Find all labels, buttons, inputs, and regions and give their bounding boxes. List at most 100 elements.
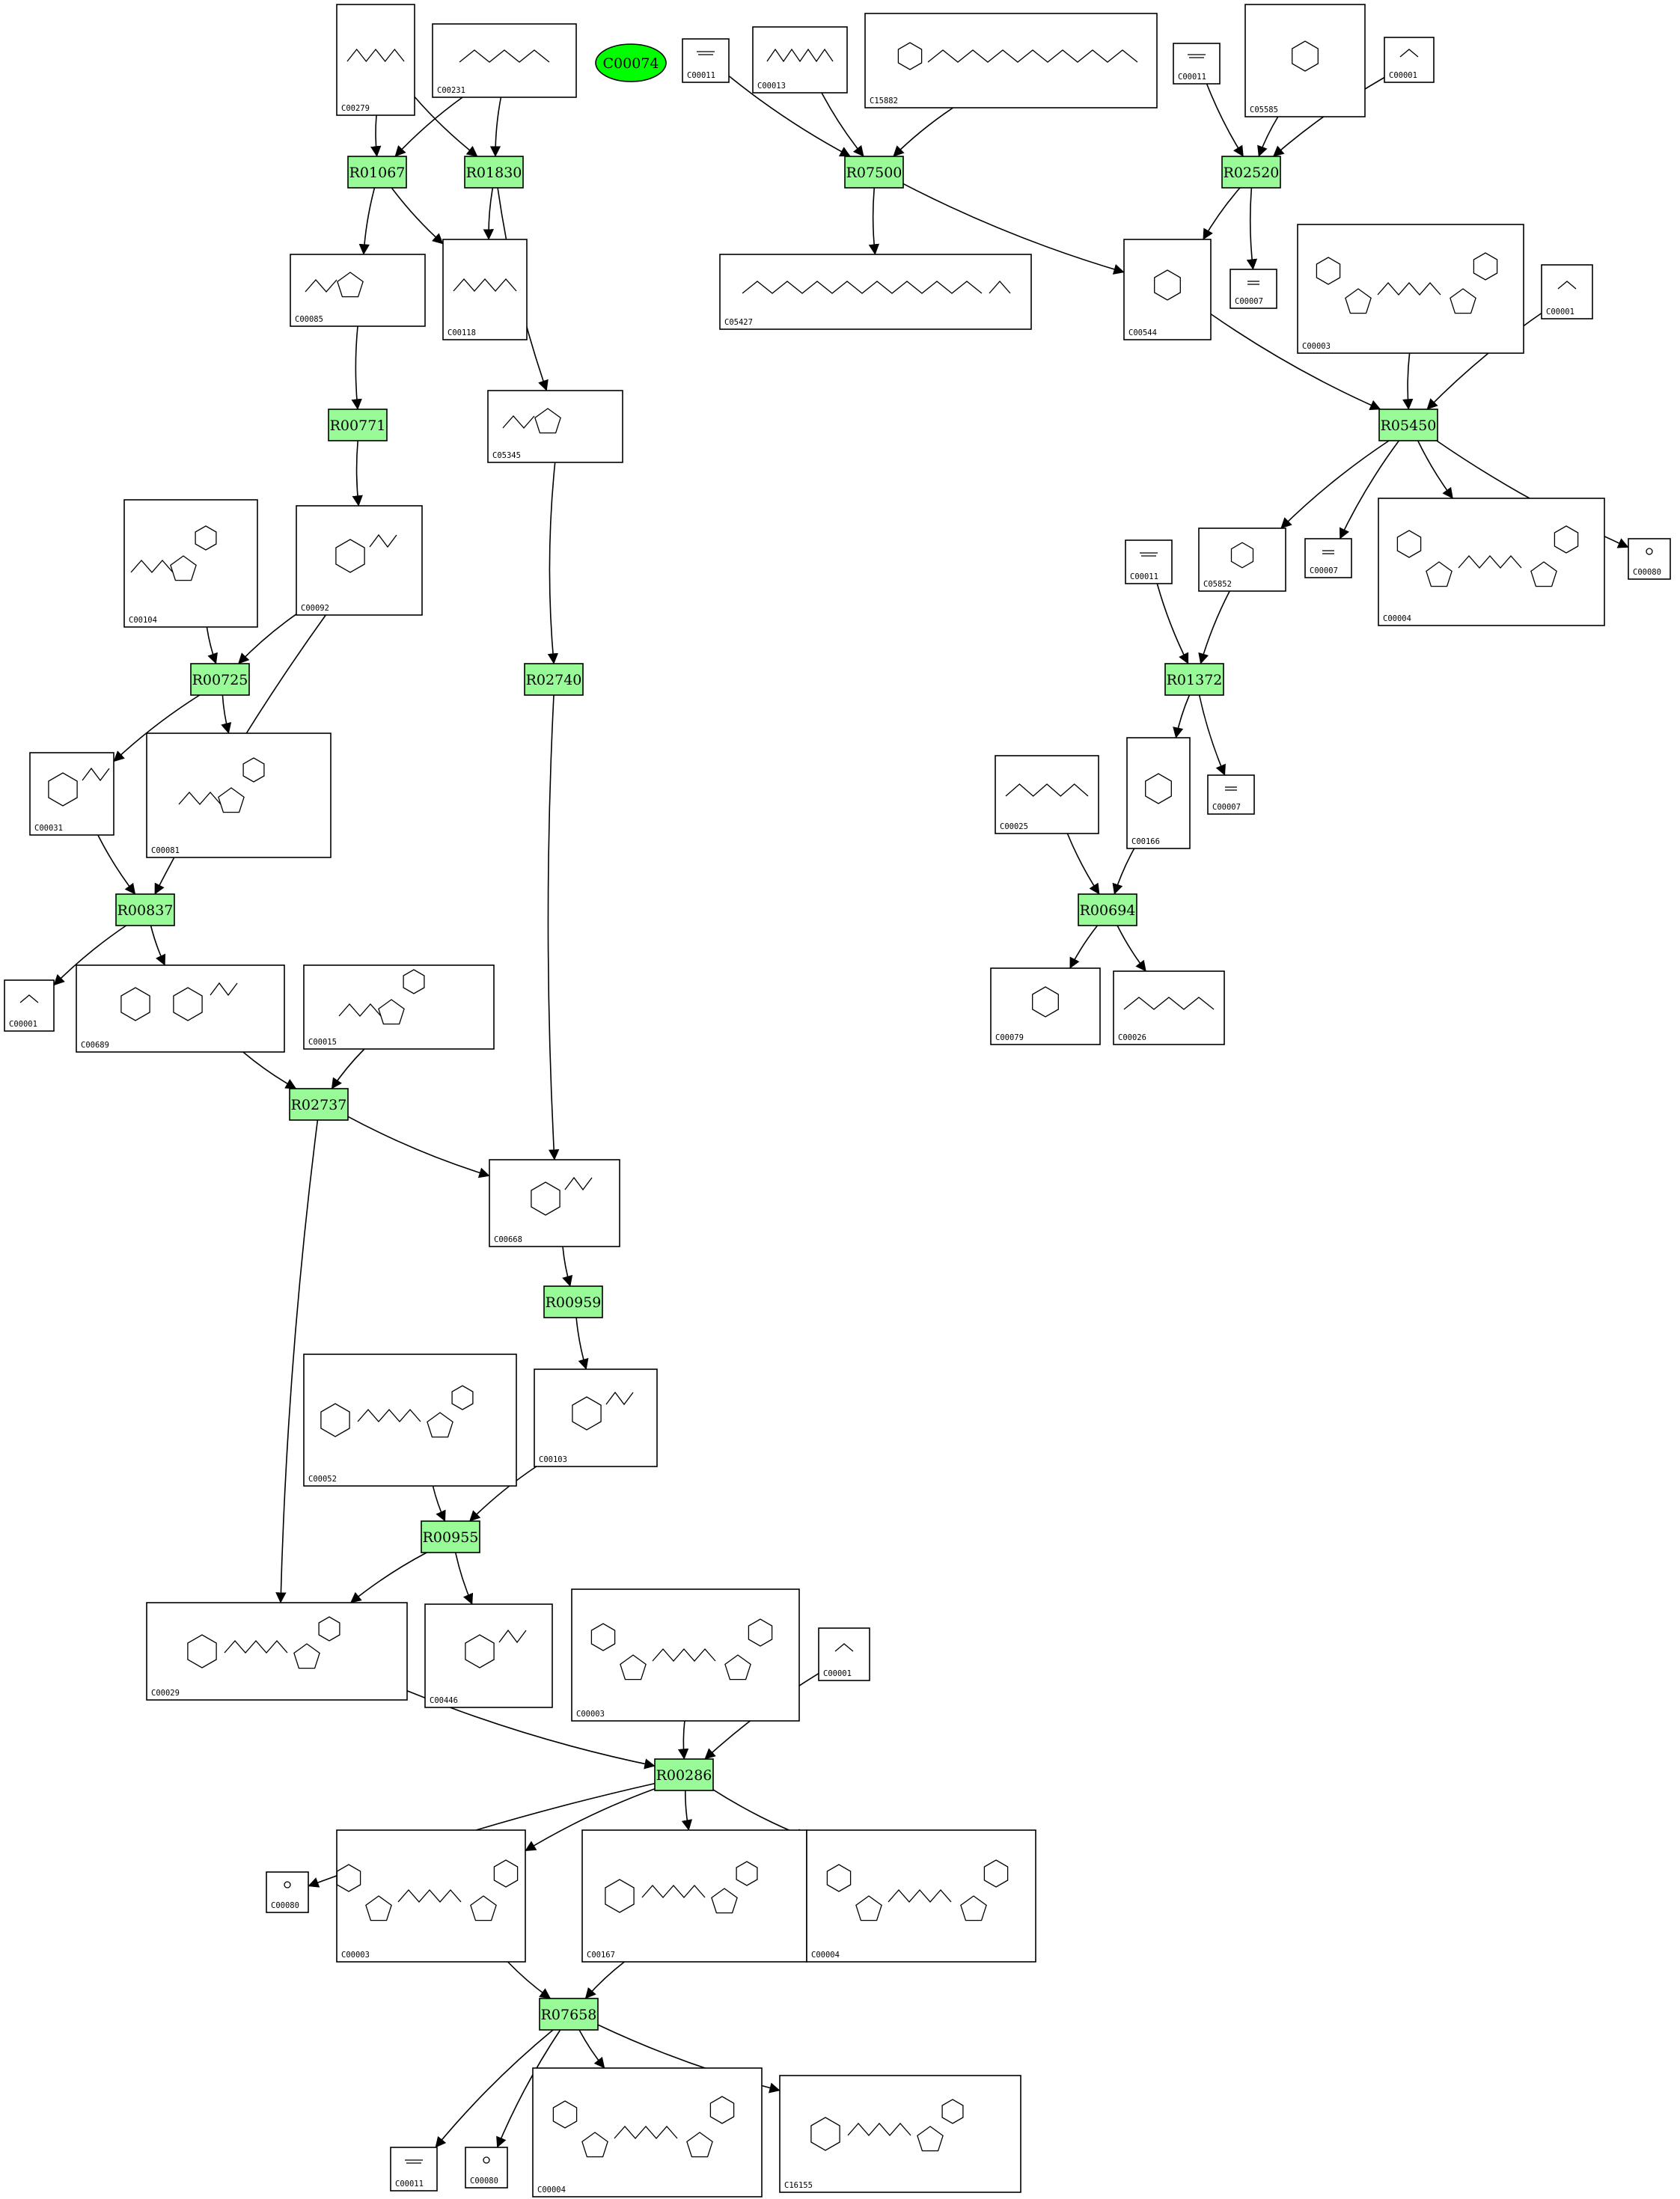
edge-arrow bbox=[150, 925, 166, 966]
compound-box bbox=[1297, 224, 1524, 354]
compound-label: C00003 bbox=[1302, 342, 1331, 351]
compound-node[interactable]: C00079 bbox=[990, 967, 1101, 1045]
reaction-node[interactable]: R01372 bbox=[1164, 663, 1224, 696]
reaction-node[interactable]: R00959 bbox=[543, 1285, 603, 1318]
compound-node[interactable]: C00001 bbox=[1541, 264, 1593, 319]
edge-arrow bbox=[1206, 83, 1244, 157]
compound-node[interactable]: C00029 bbox=[146, 1602, 408, 1701]
compound-label: C00011 bbox=[1130, 572, 1158, 581]
compound-node[interactable]: C00004 bbox=[532, 2067, 763, 2198]
reaction-node[interactable]: R02737 bbox=[289, 1088, 349, 1121]
h-structure-icon bbox=[284, 1881, 291, 1888]
compound-node[interactable]: C00001 bbox=[1384, 37, 1435, 83]
compound-node[interactable]: C00007 bbox=[1207, 774, 1255, 815]
reaction-node[interactable]: R07658 bbox=[539, 1998, 599, 2031]
edge-arrow bbox=[868, 187, 880, 255]
compound-label: C00011 bbox=[687, 71, 715, 80]
compound-box bbox=[1244, 4, 1366, 117]
compound-node[interactable]: C00689 bbox=[76, 964, 285, 1053]
compound-node[interactable]: C15882 bbox=[864, 13, 1158, 108]
reaction-node[interactable]: R01067 bbox=[347, 156, 407, 189]
compound-label: C00025 bbox=[1000, 822, 1028, 831]
reaction-node[interactable]: R07500 bbox=[844, 156, 904, 189]
compound-node[interactable]: C00011 bbox=[390, 2147, 438, 2192]
compound-node[interactable]: C00080 bbox=[1628, 538, 1671, 580]
nucl-structure-icon bbox=[130, 525, 217, 581]
reaction-label: R00837 bbox=[117, 902, 174, 919]
edge-arrow bbox=[242, 1051, 297, 1089]
compound-node[interactable]: C00025 bbox=[995, 755, 1099, 834]
h-structure-icon bbox=[483, 2156, 490, 2164]
compound-node[interactable]: C00001 bbox=[818, 1627, 870, 1681]
reaction-node[interactable]: R00955 bbox=[421, 1520, 480, 1553]
compound-node[interactable]: C05345 bbox=[487, 390, 623, 463]
reaction-box bbox=[1078, 893, 1137, 926]
compound-node[interactable]: C00011 bbox=[682, 38, 730, 83]
compound-node[interactable]: C05585 bbox=[1244, 4, 1366, 117]
compound-node[interactable]: C05852 bbox=[1198, 527, 1286, 592]
reaction-label: R01830 bbox=[466, 165, 522, 181]
compound-node[interactable]: C00004 bbox=[1378, 498, 1605, 626]
reaction-node[interactable]: R01830 bbox=[464, 156, 524, 189]
compound-node[interactable]: C00011 bbox=[1173, 43, 1221, 85]
compound-node[interactable]: C00003 bbox=[571, 1588, 800, 1722]
compound-node[interactable]: C00231 bbox=[432, 23, 577, 98]
compound-label: C00052 bbox=[308, 1475, 337, 1484]
compound-node[interactable]: C00011 bbox=[1125, 539, 1173, 584]
compound-node[interactable]: C00004 bbox=[806, 1829, 1036, 1963]
reaction-node[interactable]: R00771 bbox=[328, 409, 388, 441]
compound-node[interactable]: C00279 bbox=[336, 4, 415, 116]
reaction-node[interactable]: R00286 bbox=[654, 1758, 714, 1791]
reaction-node[interactable]: R02520 bbox=[1221, 156, 1281, 189]
compound-node[interactable]: C00080 bbox=[465, 2147, 508, 2189]
reaction-node[interactable]: R05450 bbox=[1378, 409, 1438, 441]
compound-node[interactable]: C00007 bbox=[1304, 538, 1352, 578]
compound-node[interactable]: C00026 bbox=[1113, 970, 1225, 1045]
compound-node[interactable]: C16155 bbox=[779, 2075, 1021, 2193]
compound-box bbox=[864, 13, 1158, 108]
edge-arrow bbox=[351, 325, 362, 410]
reaction-label: R05450 bbox=[1381, 418, 1437, 434]
compound-node[interactable]: C00001 bbox=[4, 979, 55, 1032]
edge-arrow bbox=[1198, 694, 1226, 776]
compound-node[interactable]: C00544 bbox=[1123, 239, 1212, 340]
furan-structure-icon bbox=[305, 272, 364, 298]
edge-arrow bbox=[1112, 848, 1135, 895]
compound-node[interactable]: C00013 bbox=[752, 26, 848, 94]
compound-node[interactable]: C00031 bbox=[29, 752, 114, 836]
compound-node[interactable]: C00446 bbox=[424, 1603, 553, 1708]
compound-node[interactable]: C00092 bbox=[296, 505, 423, 616]
compound-node[interactable]: C00015 bbox=[303, 964, 495, 1050]
reaction-label: R01372 bbox=[1167, 672, 1223, 688]
compound-node[interactable]: C00007 bbox=[1230, 269, 1277, 309]
compound-node[interactable]: C00118 bbox=[442, 239, 528, 340]
edge-arrow bbox=[1210, 313, 1381, 411]
compound-node[interactable]: C00080 bbox=[266, 1871, 309, 1913]
compound-node[interactable]: C00166 bbox=[1126, 737, 1191, 849]
highlight-compound-node[interactable]: C00074 bbox=[595, 43, 667, 82]
chain-structure-icon bbox=[1123, 997, 1215, 1010]
compound-box bbox=[1378, 498, 1605, 626]
compound-node[interactable]: C00081 bbox=[146, 733, 332, 858]
compound-node[interactable]: C00167 bbox=[581, 1829, 807, 1963]
reaction-node[interactable]: R00694 bbox=[1078, 893, 1137, 926]
compound-label: C00446 bbox=[430, 1696, 458, 1705]
compound-node[interactable]: C00103 bbox=[534, 1368, 658, 1467]
compound-box bbox=[818, 1627, 870, 1681]
compound-node[interactable]: C00003 bbox=[1297, 224, 1524, 354]
edge-arrow bbox=[432, 1485, 446, 1522]
compound-node[interactable]: C00668 bbox=[489, 1159, 620, 1247]
compound-node[interactable]: C00104 bbox=[123, 499, 258, 628]
reaction-node[interactable]: R02740 bbox=[524, 663, 584, 696]
reaction-node[interactable]: R00837 bbox=[115, 893, 175, 926]
compound-node[interactable]: C00003 bbox=[336, 1829, 526, 1963]
compound-node[interactable]: C05427 bbox=[719, 254, 1032, 330]
compound-node[interactable]: C00085 bbox=[290, 254, 426, 327]
edge-arrow bbox=[1156, 583, 1189, 664]
sugar-structure-icon bbox=[531, 1176, 593, 1216]
compound-box bbox=[995, 755, 1099, 834]
reaction-box bbox=[654, 1758, 714, 1791]
compound-label: C00026 bbox=[1118, 1033, 1146, 1042]
compound-node[interactable]: C00052 bbox=[303, 1354, 517, 1487]
reaction-node[interactable]: R00725 bbox=[190, 663, 250, 696]
